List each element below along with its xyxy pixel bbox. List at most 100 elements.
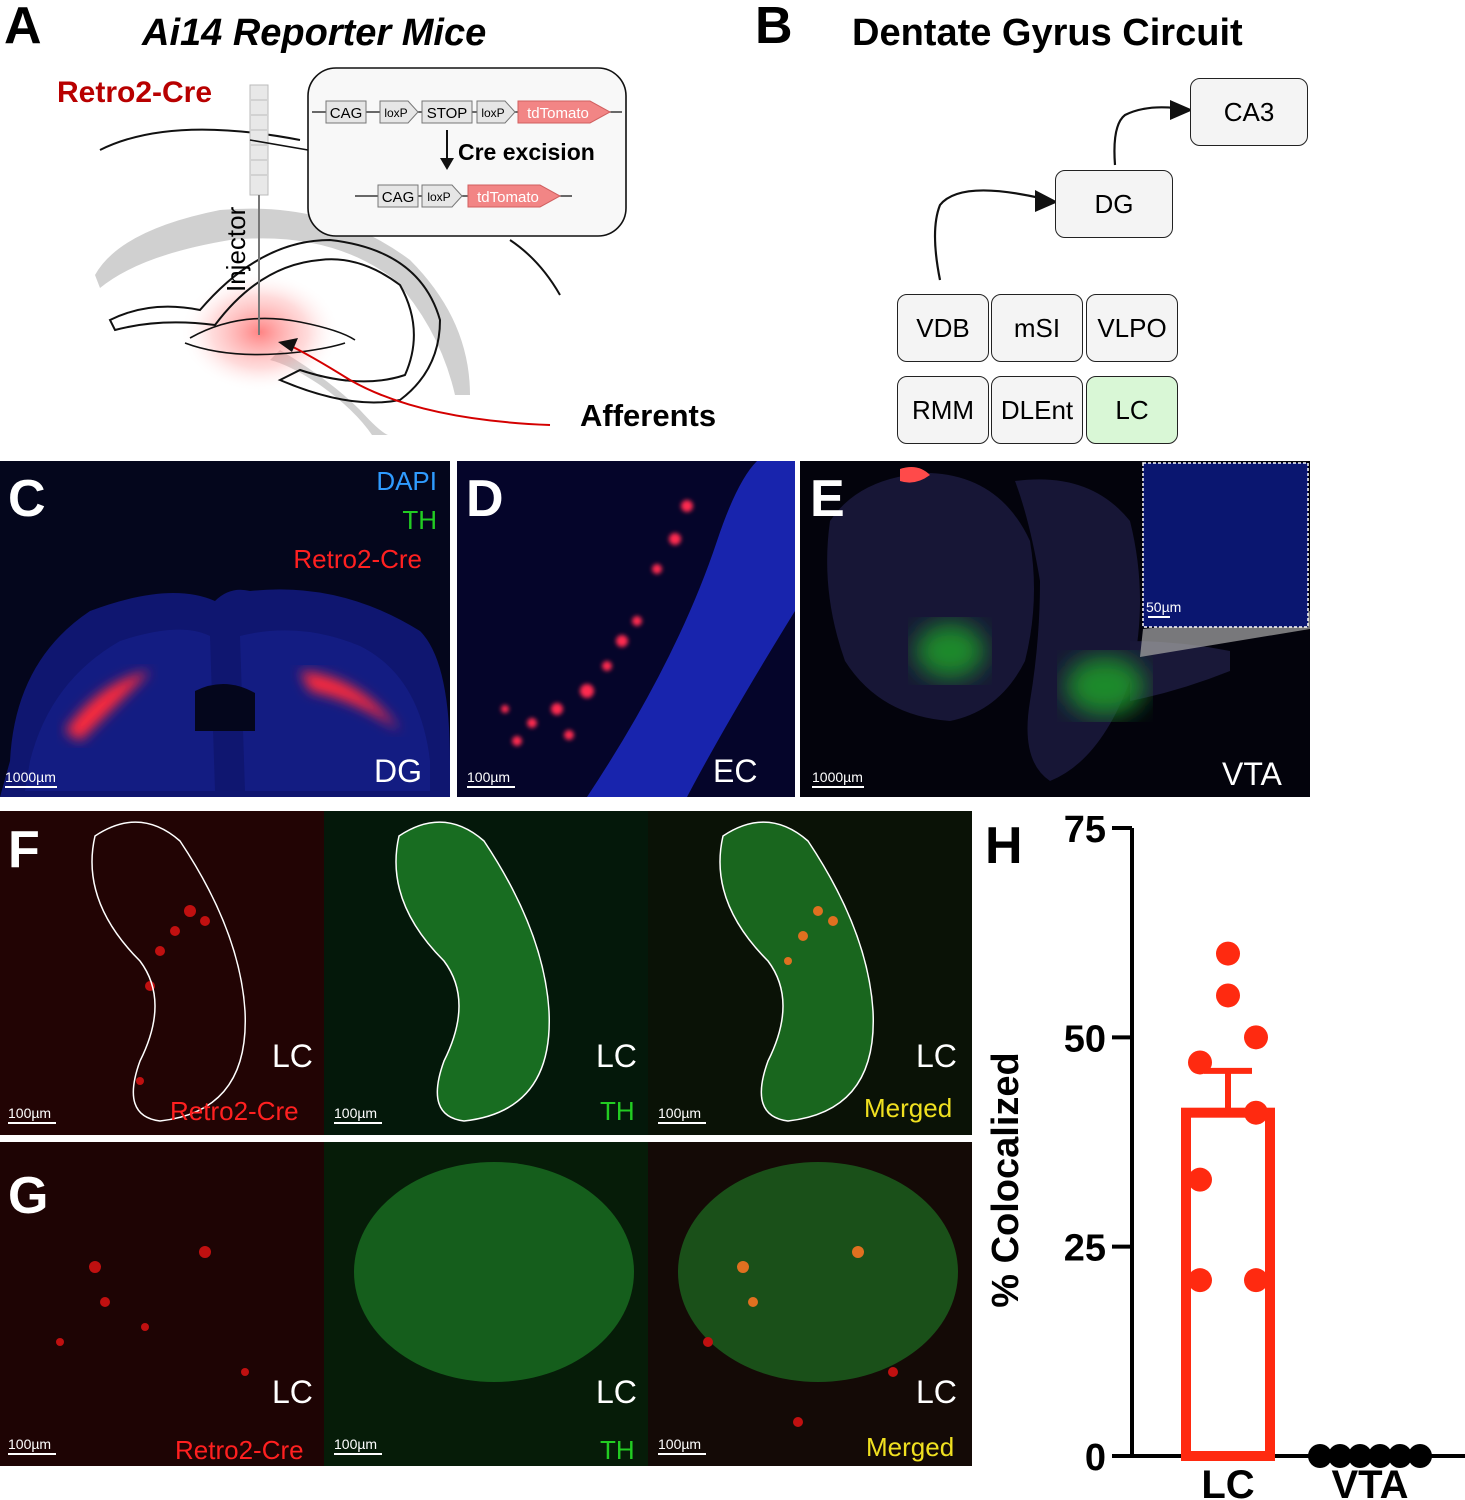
panel-f-scalebar-1: [8, 1122, 56, 1124]
construct-top-stop: STOP: [427, 105, 468, 122]
chart-point: [1328, 1444, 1352, 1468]
panel-g-tile-th: [324, 1142, 648, 1466]
panel-e-image: [800, 461, 1310, 797]
panel-g-tile-merged: [648, 1142, 972, 1466]
panel-f-channel-3: Merged: [864, 1093, 953, 1123]
chart-point: [1216, 983, 1240, 1008]
panel-g-region-2: LC: [596, 1374, 637, 1410]
panel-g-scalebar-1: [8, 1453, 56, 1455]
panel-c-region: DG: [374, 753, 422, 789]
panel-f-region-1: LC: [272, 1038, 313, 1074]
panel-f-channel-2: TH: [600, 1096, 635, 1126]
panel-c-label: C: [8, 470, 46, 528]
node-lc: LC: [1086, 376, 1178, 444]
panel-e-inset-scale: 50µm: [1146, 599, 1182, 615]
panel-c-scale: 1000µm: [5, 769, 56, 785]
panel-f-tile-merged: [648, 811, 972, 1135]
node-vdb: VDB: [897, 294, 989, 362]
panel-e-inset-scalebar: [1148, 616, 1170, 618]
chart-point: [1308, 1444, 1332, 1468]
panel-f-region-3: LC: [916, 1038, 957, 1074]
panel-f-region-2: LC: [596, 1038, 637, 1074]
cre-excision-label: Cre excision: [458, 139, 595, 165]
panel-h-label: H: [985, 817, 1023, 875]
panel-b-label: B: [755, 0, 793, 55]
afferents-label: Afferents: [580, 398, 717, 433]
panel-a-title: Ai14 Reporter Mice: [142, 12, 487, 54]
panel-f-tile-retro: [0, 811, 324, 1135]
chart-point: [1188, 1050, 1212, 1075]
panel-f-channel-1: Retro2-Cre: [170, 1096, 299, 1126]
virus-label: Retro2-Cre: [57, 76, 213, 109]
construct-bottom-tdtomato: tdTomato: [477, 189, 539, 206]
chart-ylabel: % Colocalized: [985, 1052, 1027, 1308]
chart-point: [1348, 1444, 1372, 1468]
panel-g-tile-retro: [0, 1142, 324, 1466]
panel-g-region-1: LC: [272, 1374, 313, 1410]
panel-e-scale: 1000µm: [812, 769, 863, 785]
panel-c-scalebar: [5, 786, 57, 788]
construct-top-loxp1: loxP: [384, 106, 407, 120]
chart-point: [1244, 1100, 1268, 1125]
chart-ytick-label: 0: [1085, 1437, 1106, 1479]
panel-d-region: EC: [713, 753, 758, 789]
panel-d-label: D: [466, 470, 504, 528]
chart-ytick-label: 75: [1064, 809, 1106, 851]
chart-point: [1188, 1268, 1212, 1293]
chart-bar: [1181, 1107, 1275, 1461]
construct-top-cag: CAG: [330, 105, 363, 122]
legend-retro2-cre: Retro2-Cre: [293, 544, 422, 574]
panel-b-title: Dentate Gyrus Circuit: [852, 12, 1243, 54]
node-dg: DG: [1055, 170, 1173, 238]
legend-th: TH: [402, 505, 437, 535]
legend-dapi: DAPI: [376, 466, 437, 496]
panel-f-scale-2: 100µm: [334, 1105, 378, 1121]
node-ca3: CA3: [1190, 78, 1308, 146]
panel-c-tissue: [0, 589, 450, 797]
panel-d-scalebar: [467, 786, 515, 788]
panel-f-label: F: [8, 821, 40, 879]
construct-bottom-cag: CAG: [382, 189, 415, 206]
chart-xtick-label: LC: [1201, 1463, 1254, 1500]
chart-point: [1244, 1025, 1268, 1050]
panel-g-channel-1: Retro2-Cre: [175, 1435, 304, 1465]
panel-e-scalebar: [812, 786, 864, 788]
circuit-arrows: [933, 100, 1193, 281]
brain-schematic: CAG loxP STOP loxP tdTomato Cre excision…: [95, 67, 627, 435]
panel-d-tissue: [501, 461, 795, 797]
panel-d-scale: 100µm: [467, 769, 511, 785]
chart-ytick-label: 25: [1064, 1228, 1106, 1270]
chart-point: [1388, 1444, 1412, 1468]
panel-f-scalebar-3: [658, 1122, 706, 1124]
panel-a-label: A: [4, 0, 42, 55]
node-vlpo: VLPO: [1086, 294, 1178, 362]
panel-e-region: VTA: [1222, 756, 1282, 792]
chart-point: [1216, 941, 1240, 966]
panel-g-channel-2: TH: [600, 1435, 635, 1465]
panel-g-channel-3: Merged: [866, 1432, 955, 1462]
panel-f-scale-1: 100µm: [8, 1105, 52, 1121]
panel-g-region-3: LC: [916, 1374, 957, 1410]
panel-e-label: E: [810, 470, 845, 528]
node-rmm: RMM: [897, 376, 989, 444]
chart-point: [1188, 1167, 1212, 1192]
panel-f-scalebar-2: [334, 1122, 382, 1124]
panel-e-tissue: [827, 462, 1310, 781]
chart-xtick-label: VTA: [1331, 1463, 1408, 1500]
panel-g-scalebar-2: [334, 1453, 382, 1455]
construct-top-tdtomato: tdTomato: [527, 105, 589, 122]
panel-g-label: G: [8, 1167, 49, 1225]
panel-f-scale-3: 100µm: [658, 1105, 702, 1121]
panel-g-scale-2: 100µm: [334, 1436, 378, 1452]
injector-label: Injector: [221, 206, 251, 292]
chart-point: [1244, 1268, 1268, 1293]
panel-g-scalebar-3: [658, 1453, 706, 1455]
chart-ytick-label: 50: [1064, 1018, 1106, 1060]
chart-point: [1368, 1444, 1392, 1468]
panel-c-image: [0, 461, 450, 797]
panel-g-scale-1: 100µm: [8, 1436, 52, 1452]
construct-bottom-loxp: loxP: [427, 190, 450, 204]
node-msi: mSI: [991, 294, 1083, 362]
chart-point: [1408, 1444, 1432, 1468]
